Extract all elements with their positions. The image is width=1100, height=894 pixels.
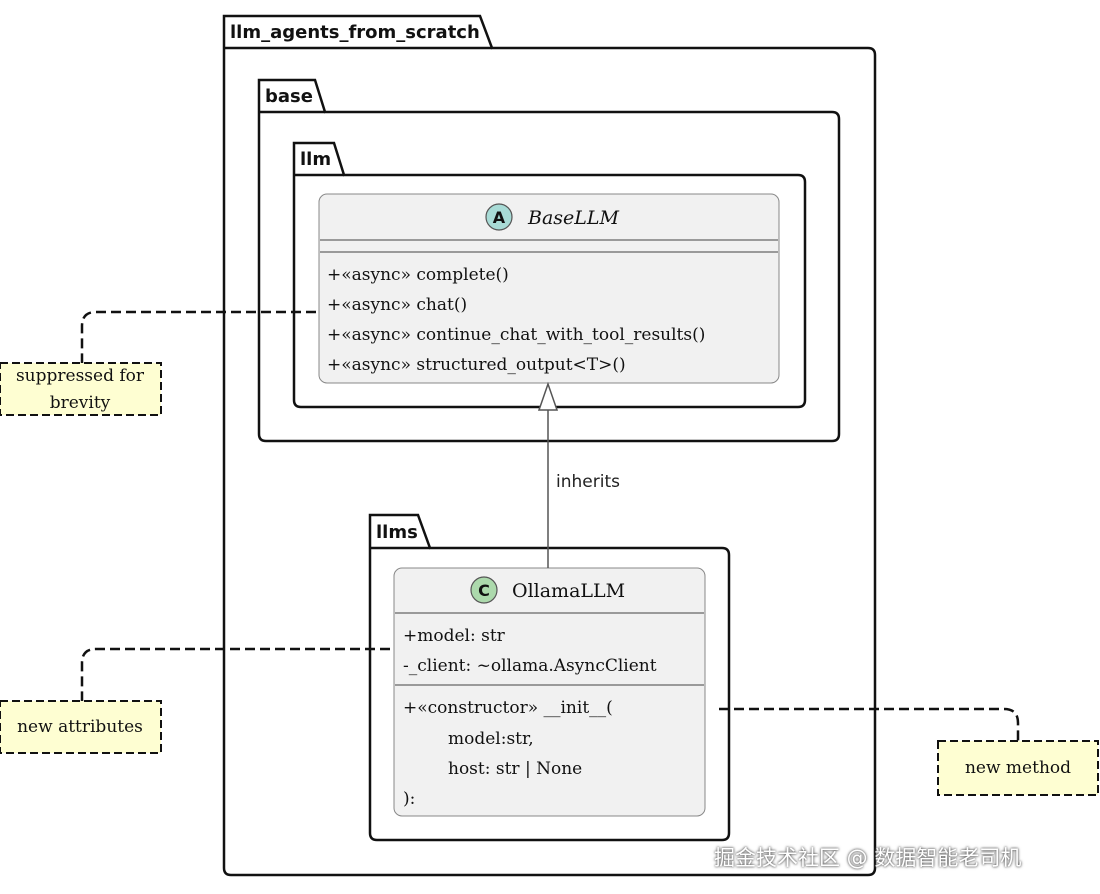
note-suppressed-for-brevity: suppressed for brevity xyxy=(0,310,316,416)
inheritance-arrow: inherits xyxy=(537,381,620,568)
method-structured-output: +«async» structured_output<T>() xyxy=(327,355,626,375)
param-host: host: str | None xyxy=(448,759,582,779)
package-label-llms: llms xyxy=(376,522,418,543)
package-label-llm: llm xyxy=(300,149,331,170)
param-model: model:str, xyxy=(448,729,534,749)
note-attributes-text: new attributes xyxy=(17,717,143,737)
package-label-base: base xyxy=(265,86,313,107)
attribute-client: -_client: ~ollama.AsyncClient xyxy=(403,656,657,676)
note-new-method: new method xyxy=(719,707,1099,796)
concrete-class-icon xyxy=(470,576,498,604)
method-complete: +«async» complete() xyxy=(327,265,509,285)
class-ollama-llm: C OllamaLLM +model: str -_client: ~ollam… xyxy=(393,567,706,817)
package-label-root: llm_agents_from_scratch xyxy=(230,22,480,43)
note-brevity-line-1: suppressed for xyxy=(16,366,145,386)
class-badge-letter: C xyxy=(478,581,490,600)
abstract-class-icon xyxy=(485,203,513,231)
class-name-ollama-llm: OllamaLLM xyxy=(512,580,625,602)
method-constructor: +«constructor» __init__( xyxy=(403,698,613,718)
class-base-llm: A BaseLLM +«async» complete() +«async» c… xyxy=(318,193,780,384)
constructor-close: ): xyxy=(403,789,415,809)
watermark: 掘金技术社区 @ 数据智能老司机 xyxy=(714,846,1022,870)
abstract-badge-letter: A xyxy=(493,208,506,227)
method-chat: +«async» chat() xyxy=(327,295,467,315)
attribute-model: +model: str xyxy=(403,626,506,646)
note-method-text: new method xyxy=(965,758,1071,778)
method-continue-chat: +«async» continue_chat_with_tool_results… xyxy=(327,325,705,345)
note-brevity-line-2: brevity xyxy=(50,393,111,413)
class-name-base-llm: BaseLLM xyxy=(527,207,620,229)
inherits-label: inherits xyxy=(556,472,620,492)
note-new-attributes: new attributes xyxy=(0,647,390,754)
